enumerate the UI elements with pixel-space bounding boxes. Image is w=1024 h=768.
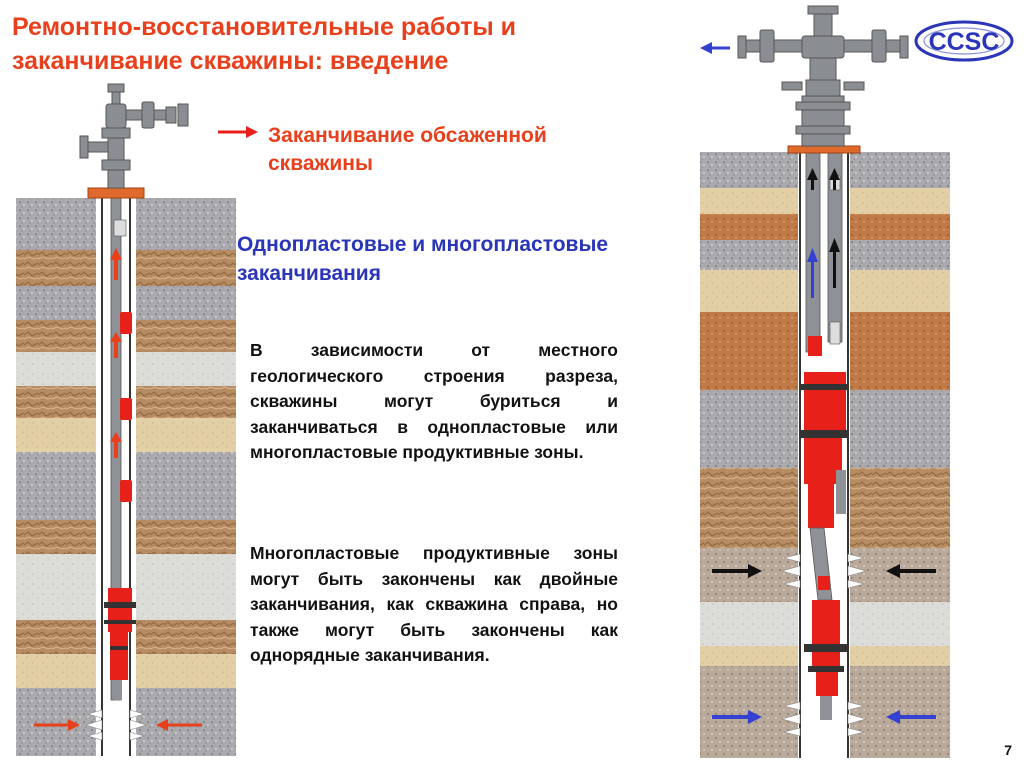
dual-zone-well-diagram: [700, 5, 950, 758]
flange: [787, 145, 861, 154]
packer-icon: [804, 600, 848, 720]
flow-arrow-icon: [110, 248, 122, 458]
logo-text: CCSC: [929, 28, 1000, 56]
paragraph-multizone: Многопластовые продуктивные зоны могут б…: [250, 543, 618, 665]
packer-icon: [800, 336, 848, 528]
christmas-tree-icon: [79, 83, 189, 189]
inflow-arrow-icon: [712, 710, 936, 724]
outflow-arrow-icon: [700, 42, 730, 54]
flange: [87, 187, 145, 199]
perforation-icon: [84, 709, 148, 741]
christmas-tree-icon: [737, 5, 909, 147]
inflow-arrow-icon: [712, 564, 936, 578]
mandrel-icon: [120, 312, 132, 502]
single-zone-well-diagram: [16, 83, 236, 756]
ccsc-logo: CCSC: [914, 20, 1014, 62]
subtitle-single-multi-zone: Однопластовые и многопластовые заканчива…: [237, 233, 609, 285]
packer-icon: [104, 588, 136, 700]
perforation-icon: [780, 553, 868, 589]
perforation-icon: [780, 701, 868, 737]
blast-joint: [818, 576, 830, 590]
flow-arrow-icon: [807, 168, 840, 298]
inflow-arrow-icon: [34, 719, 202, 731]
page-number: 7: [1004, 742, 1012, 758]
flow-arrow-icon: [218, 126, 258, 138]
subtitle-cased-completion: Заканчивание обсаженной скважины: [268, 124, 547, 175]
slide-title: Ремонтно-восстановительные работы и зака…: [12, 13, 517, 75]
paragraph-geology: В зависимости от местного геологического…: [250, 340, 618, 462]
